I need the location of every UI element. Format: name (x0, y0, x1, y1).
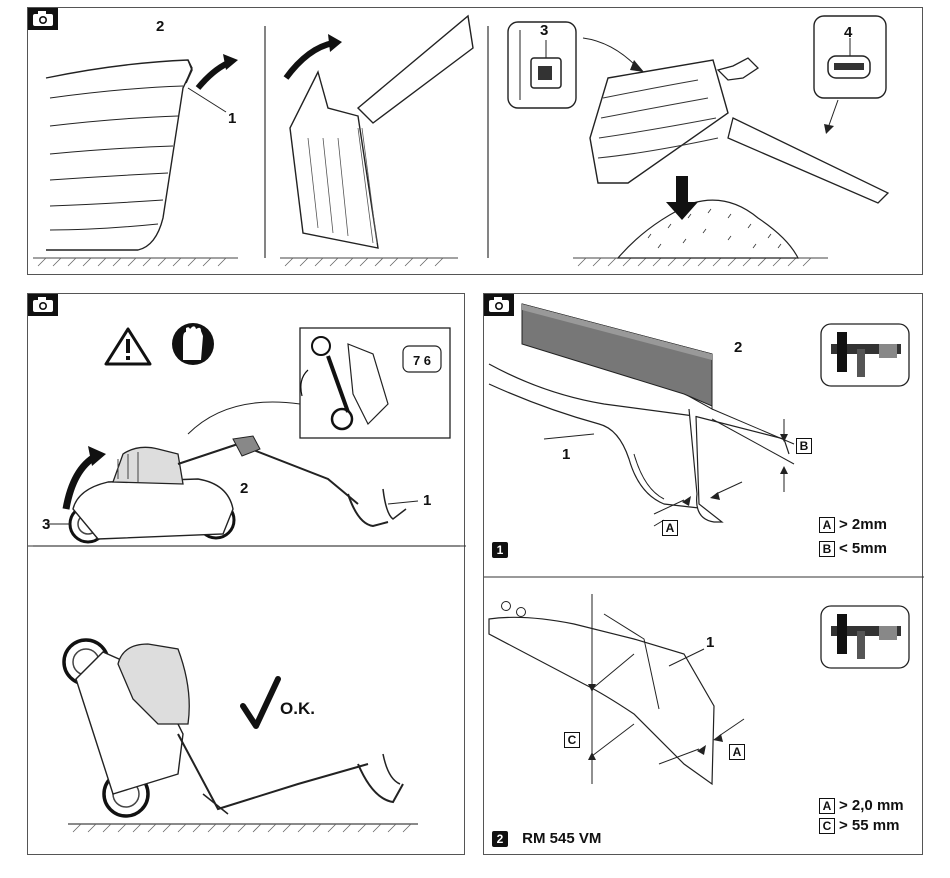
grass-bag-removal-illustration (28, 8, 924, 276)
spec-b-step1: B< 5mm (819, 540, 887, 557)
mower-tilt-illustration: 7 6 (28, 294, 466, 856)
dim-marker-b: B (796, 438, 812, 454)
svg-text:7 6: 7 6 (413, 353, 431, 368)
blade-wear-illustration (484, 294, 924, 856)
callout-3-wheel: 3 (42, 516, 50, 533)
spec-a-step1: A> 2mm (819, 516, 887, 533)
callout-1-handle: 1 (423, 492, 431, 509)
callout-3-indicator: 3 (540, 22, 548, 39)
spec-c-step2: C> 55 mm (819, 817, 899, 834)
model-name: RM 545 VM (522, 830, 601, 847)
caliper-icon (821, 606, 909, 668)
right-panel: 1 2 A B A> 2mm B< 5mm 1 1 C A A> 2,0 mm … (483, 293, 923, 855)
left-panel: 7 6 1 2 3 O.K. (27, 293, 465, 855)
callout-4-indicator: 4 (844, 24, 852, 41)
step2-header: 2 RM 545 VM (492, 830, 601, 847)
spec-a-step2: A> 2,0 mm (819, 797, 904, 814)
callout-1-hook: 1 (228, 110, 236, 127)
callout-2-fuel-tank: 2 (240, 480, 248, 497)
dim-marker-a: A (729, 744, 745, 760)
warning-triangle-icon (106, 329, 150, 364)
callout-1-blade: 1 (562, 446, 570, 463)
callout-2-ruler: 2 (734, 339, 742, 356)
caliper-icon (821, 324, 909, 386)
gloves-icon (172, 323, 214, 365)
step-badge-1: 1 (492, 542, 508, 558)
step-badge-2: 2 (492, 831, 508, 847)
dim-marker-a: A (662, 520, 678, 536)
dim-marker-c: C (564, 732, 580, 748)
ok-label: O.K. (280, 699, 315, 719)
top-panel: 2 1 3 4 (27, 7, 923, 275)
checkmark-icon (243, 679, 278, 726)
callout-1-blade-tip: 1 (706, 634, 714, 651)
callout-2-bag-lid: 2 (156, 18, 164, 35)
